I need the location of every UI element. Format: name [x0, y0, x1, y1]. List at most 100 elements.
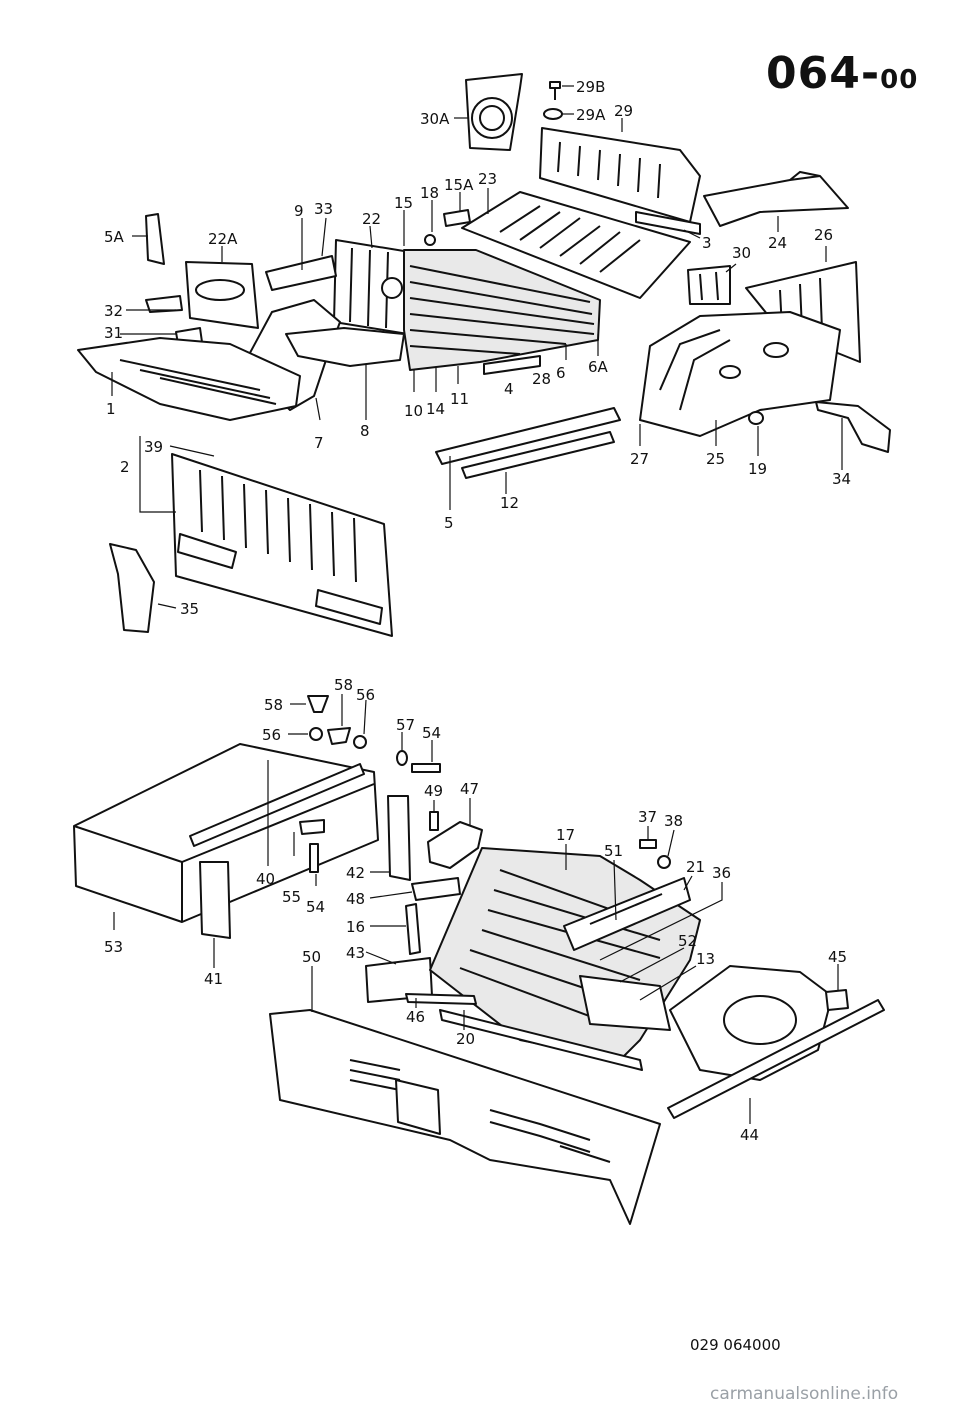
- part-15-load-floor: [403, 249, 601, 371]
- part-45-bracket: [825, 989, 849, 1011]
- callout-33: 33: [314, 200, 333, 218]
- part-15a-clip: [443, 209, 471, 227]
- part-32-bracket: [145, 295, 183, 313]
- callout-4: 4: [504, 380, 514, 398]
- part-13-floor-section: [579, 975, 671, 1031]
- callout-labels: 29B 29A 29 30A 15A 23 18 15 9 33 22 22A …: [104, 78, 851, 1144]
- watermark: carmanualsonline.info: [710, 1384, 899, 1404]
- group-separator: -: [860, 48, 881, 99]
- callout-52: 52: [678, 932, 697, 950]
- callout-34: 34: [832, 470, 851, 488]
- callout-15: 15: [394, 194, 413, 212]
- callout-48: 48: [346, 890, 365, 908]
- callout-45: 45: [828, 948, 847, 966]
- part-30-bracket: [687, 265, 731, 305]
- callout-55: 55: [282, 888, 301, 906]
- callout-10: 10: [404, 402, 423, 420]
- part-9-panel: [265, 255, 337, 291]
- callout-1: 1: [106, 400, 116, 418]
- callout-21: 21: [686, 858, 705, 876]
- callout-58-upper: 58: [334, 676, 353, 694]
- callout-38: 38: [664, 812, 683, 830]
- callout-12: 12: [500, 494, 519, 512]
- page-header-group-number: 064-00: [766, 48, 918, 99]
- part-35-pillar: [109, 543, 155, 633]
- part-18-fastener: [424, 234, 436, 246]
- part-37-bolt: [639, 839, 657, 849]
- callout-24: 24: [768, 234, 787, 252]
- callout-29: 29: [614, 102, 633, 120]
- part-54-bolt-2: [309, 843, 319, 873]
- part-58-wing-nut: [307, 695, 329, 713]
- callout-20: 20: [456, 1030, 475, 1048]
- part-47-tow-bracket: [427, 821, 483, 869]
- callout-9: 9: [294, 202, 304, 220]
- callout-41: 41: [204, 970, 223, 988]
- part-54-bolt: [411, 763, 441, 773]
- part-27-wheel-arch: [639, 311, 841, 437]
- part-2-rear-panel: [171, 453, 393, 637]
- part-46-rail: [405, 993, 477, 1005]
- callout-29a: 29A: [576, 106, 606, 124]
- callout-57: 57: [396, 716, 415, 734]
- part-22a-side-panel: [185, 261, 259, 329]
- callout-30a: 30A: [420, 110, 450, 128]
- callout-5: 5: [444, 514, 454, 532]
- part-48-plate: [411, 877, 461, 901]
- callout-16: 16: [346, 918, 365, 936]
- part-50-side-panel: [269, 1009, 661, 1225]
- callout-22: 22: [362, 210, 381, 228]
- part-20-floor-edge: [439, 1009, 643, 1071]
- callout-56-upper: 56: [356, 686, 375, 704]
- callout-53: 53: [104, 938, 123, 956]
- part-19-plug: [748, 411, 764, 425]
- part-49-bolt: [429, 811, 439, 831]
- part-23-floor-panel: [461, 191, 691, 299]
- part-34-bracket: [815, 401, 891, 453]
- callout-2: 2: [120, 458, 130, 476]
- callout-49: 49: [424, 782, 443, 800]
- part-16-support: [405, 903, 421, 955]
- callout-50: 50: [302, 948, 321, 966]
- part-5a-bracket: [145, 213, 165, 265]
- part-wheel-house: [669, 965, 833, 1081]
- part-38-nut: [657, 855, 671, 869]
- callout-25: 25: [706, 450, 725, 468]
- callout-32: 32: [104, 302, 123, 320]
- part-56-nut: [309, 727, 323, 741]
- part-58-wing-nut-2: [327, 727, 351, 745]
- callout-36: 36: [712, 864, 731, 882]
- part-42-bracket: [387, 795, 411, 881]
- drawing-reference-code: 029 064000: [690, 1336, 781, 1354]
- callout-43: 43: [346, 944, 365, 962]
- callout-44: 44: [740, 1126, 759, 1144]
- callout-31: 31: [104, 324, 123, 342]
- callout-39: 39: [144, 438, 163, 456]
- part-56-nut-2: [353, 735, 367, 749]
- part-8-front-floor: [285, 327, 405, 367]
- leader-lines: [111, 85, 843, 1124]
- callout-40: 40: [256, 870, 275, 888]
- callout-29b: 29B: [576, 78, 605, 96]
- callout-7: 7: [314, 434, 324, 452]
- callout-54-lower: 54: [306, 898, 325, 916]
- part-51-crossmember: [563, 877, 691, 951]
- part-55-clip: [299, 819, 325, 835]
- part-57-washer: [396, 750, 408, 766]
- part-40-rail: [189, 763, 365, 847]
- callout-42: 42: [346, 864, 365, 882]
- callout-14: 14: [426, 400, 445, 418]
- part-29-rear-panel: [539, 127, 701, 223]
- part-1-front-floor: [77, 337, 301, 421]
- callout-27: 27: [630, 450, 649, 468]
- callout-18: 18: [420, 184, 439, 202]
- callout-22a: 22A: [208, 230, 238, 248]
- callout-28: 28: [532, 370, 551, 388]
- part-3-strip: [635, 211, 701, 235]
- callout-6: 6: [556, 364, 566, 382]
- callout-8: 8: [360, 422, 370, 440]
- callout-35: 35: [180, 600, 199, 618]
- callout-37: 37: [638, 808, 657, 826]
- group-number: 064: [766, 48, 861, 99]
